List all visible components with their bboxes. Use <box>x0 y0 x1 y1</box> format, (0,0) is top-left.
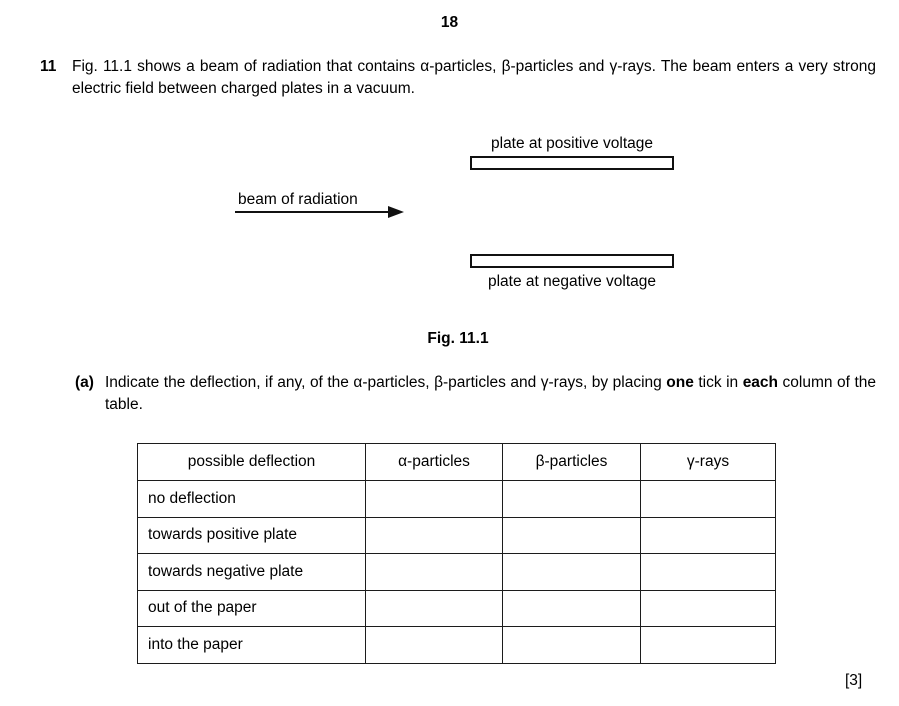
part-a-label: (a) <box>75 374 94 391</box>
beam-arrowhead-icon <box>388 206 404 218</box>
beam-of-radiation-label: beam of radiation <box>238 191 358 208</box>
header-alpha-particles: α-particles <box>365 443 503 481</box>
tick-cell-beta-out-of-paper[interactable] <box>502 589 641 627</box>
tick-cell-beta-towards-positive[interactable] <box>502 516 641 554</box>
table-row: no deflection <box>137 480 776 518</box>
table-header-row: possible deflection α-particles β-partic… <box>137 443 776 481</box>
row-label-no-deflection: no deflection <box>137 480 366 518</box>
header-gamma-rays: γ-rays <box>640 443 776 481</box>
tick-cell-alpha-towards-negative[interactable] <box>365 553 503 591</box>
question-text: Fig. 11.1 shows a beam of radiation that… <box>72 58 876 97</box>
row-label-towards-negative-plate: towards negative plate <box>137 553 366 591</box>
question-number: 11 <box>40 58 57 75</box>
tick-cell-gamma-no-deflection[interactable] <box>640 480 776 518</box>
tick-cell-beta-into-paper[interactable] <box>502 626 641 664</box>
table-row: towards positive plate <box>137 516 776 554</box>
tick-cell-gamma-towards-positive[interactable] <box>640 516 776 554</box>
beam-arrow-shaft <box>235 211 392 213</box>
tick-cell-alpha-no-deflection[interactable] <box>365 480 503 518</box>
tick-cell-beta-towards-negative[interactable] <box>502 553 641 591</box>
part-a-bold-one: one <box>666 374 694 391</box>
part-a-seg1: Indicate the deflection, if any, of the … <box>105 374 667 391</box>
tick-cell-alpha-into-paper[interactable] <box>365 626 503 664</box>
marks-badge: [3] <box>845 672 863 689</box>
figure-caption: Fig. 11.1 <box>427 330 489 347</box>
row-label-towards-positive-plate: towards positive plate <box>137 516 366 554</box>
tick-cell-gamma-towards-negative[interactable] <box>640 553 776 591</box>
negative-plate <box>470 254 674 268</box>
positive-plate <box>470 156 674 170</box>
page-number: 18 <box>440 14 459 31</box>
part-a-seg2: tick in <box>693 374 743 391</box>
part-a: (a) Indicate the deflection, if any, of … <box>75 372 876 416</box>
tick-cell-gamma-into-paper[interactable] <box>640 626 776 664</box>
part-a-seg3: column of the table. <box>105 374 876 413</box>
table-row: into the paper <box>137 626 776 664</box>
part-a-bold-each: each <box>742 374 779 391</box>
row-label-into-the-paper: into the paper <box>137 626 366 664</box>
tick-cell-alpha-out-of-paper[interactable] <box>365 589 503 627</box>
tick-cell-beta-no-deflection[interactable] <box>502 480 641 518</box>
part-a-text: Indicate the deflection, if any, of the … <box>105 372 876 416</box>
positive-plate-label: plate at positive voltage <box>491 135 653 152</box>
deflection-table: possible deflection α-particles β-partic… <box>137 443 776 664</box>
row-label-out-of-the-paper: out of the paper <box>137 589 366 627</box>
tick-cell-gamma-out-of-paper[interactable] <box>640 589 776 627</box>
tick-cell-alpha-towards-positive[interactable] <box>365 516 503 554</box>
table-row: towards negative plate <box>137 553 776 591</box>
header-beta-particles: β-particles <box>502 443 641 481</box>
table-row: out of the paper <box>137 589 776 627</box>
header-possible-deflection: possible deflection <box>137 443 366 481</box>
negative-plate-label: plate at negative voltage <box>487 273 657 290</box>
question-11: 11 Fig. 11.1 shows a beam of radiation t… <box>40 56 876 100</box>
